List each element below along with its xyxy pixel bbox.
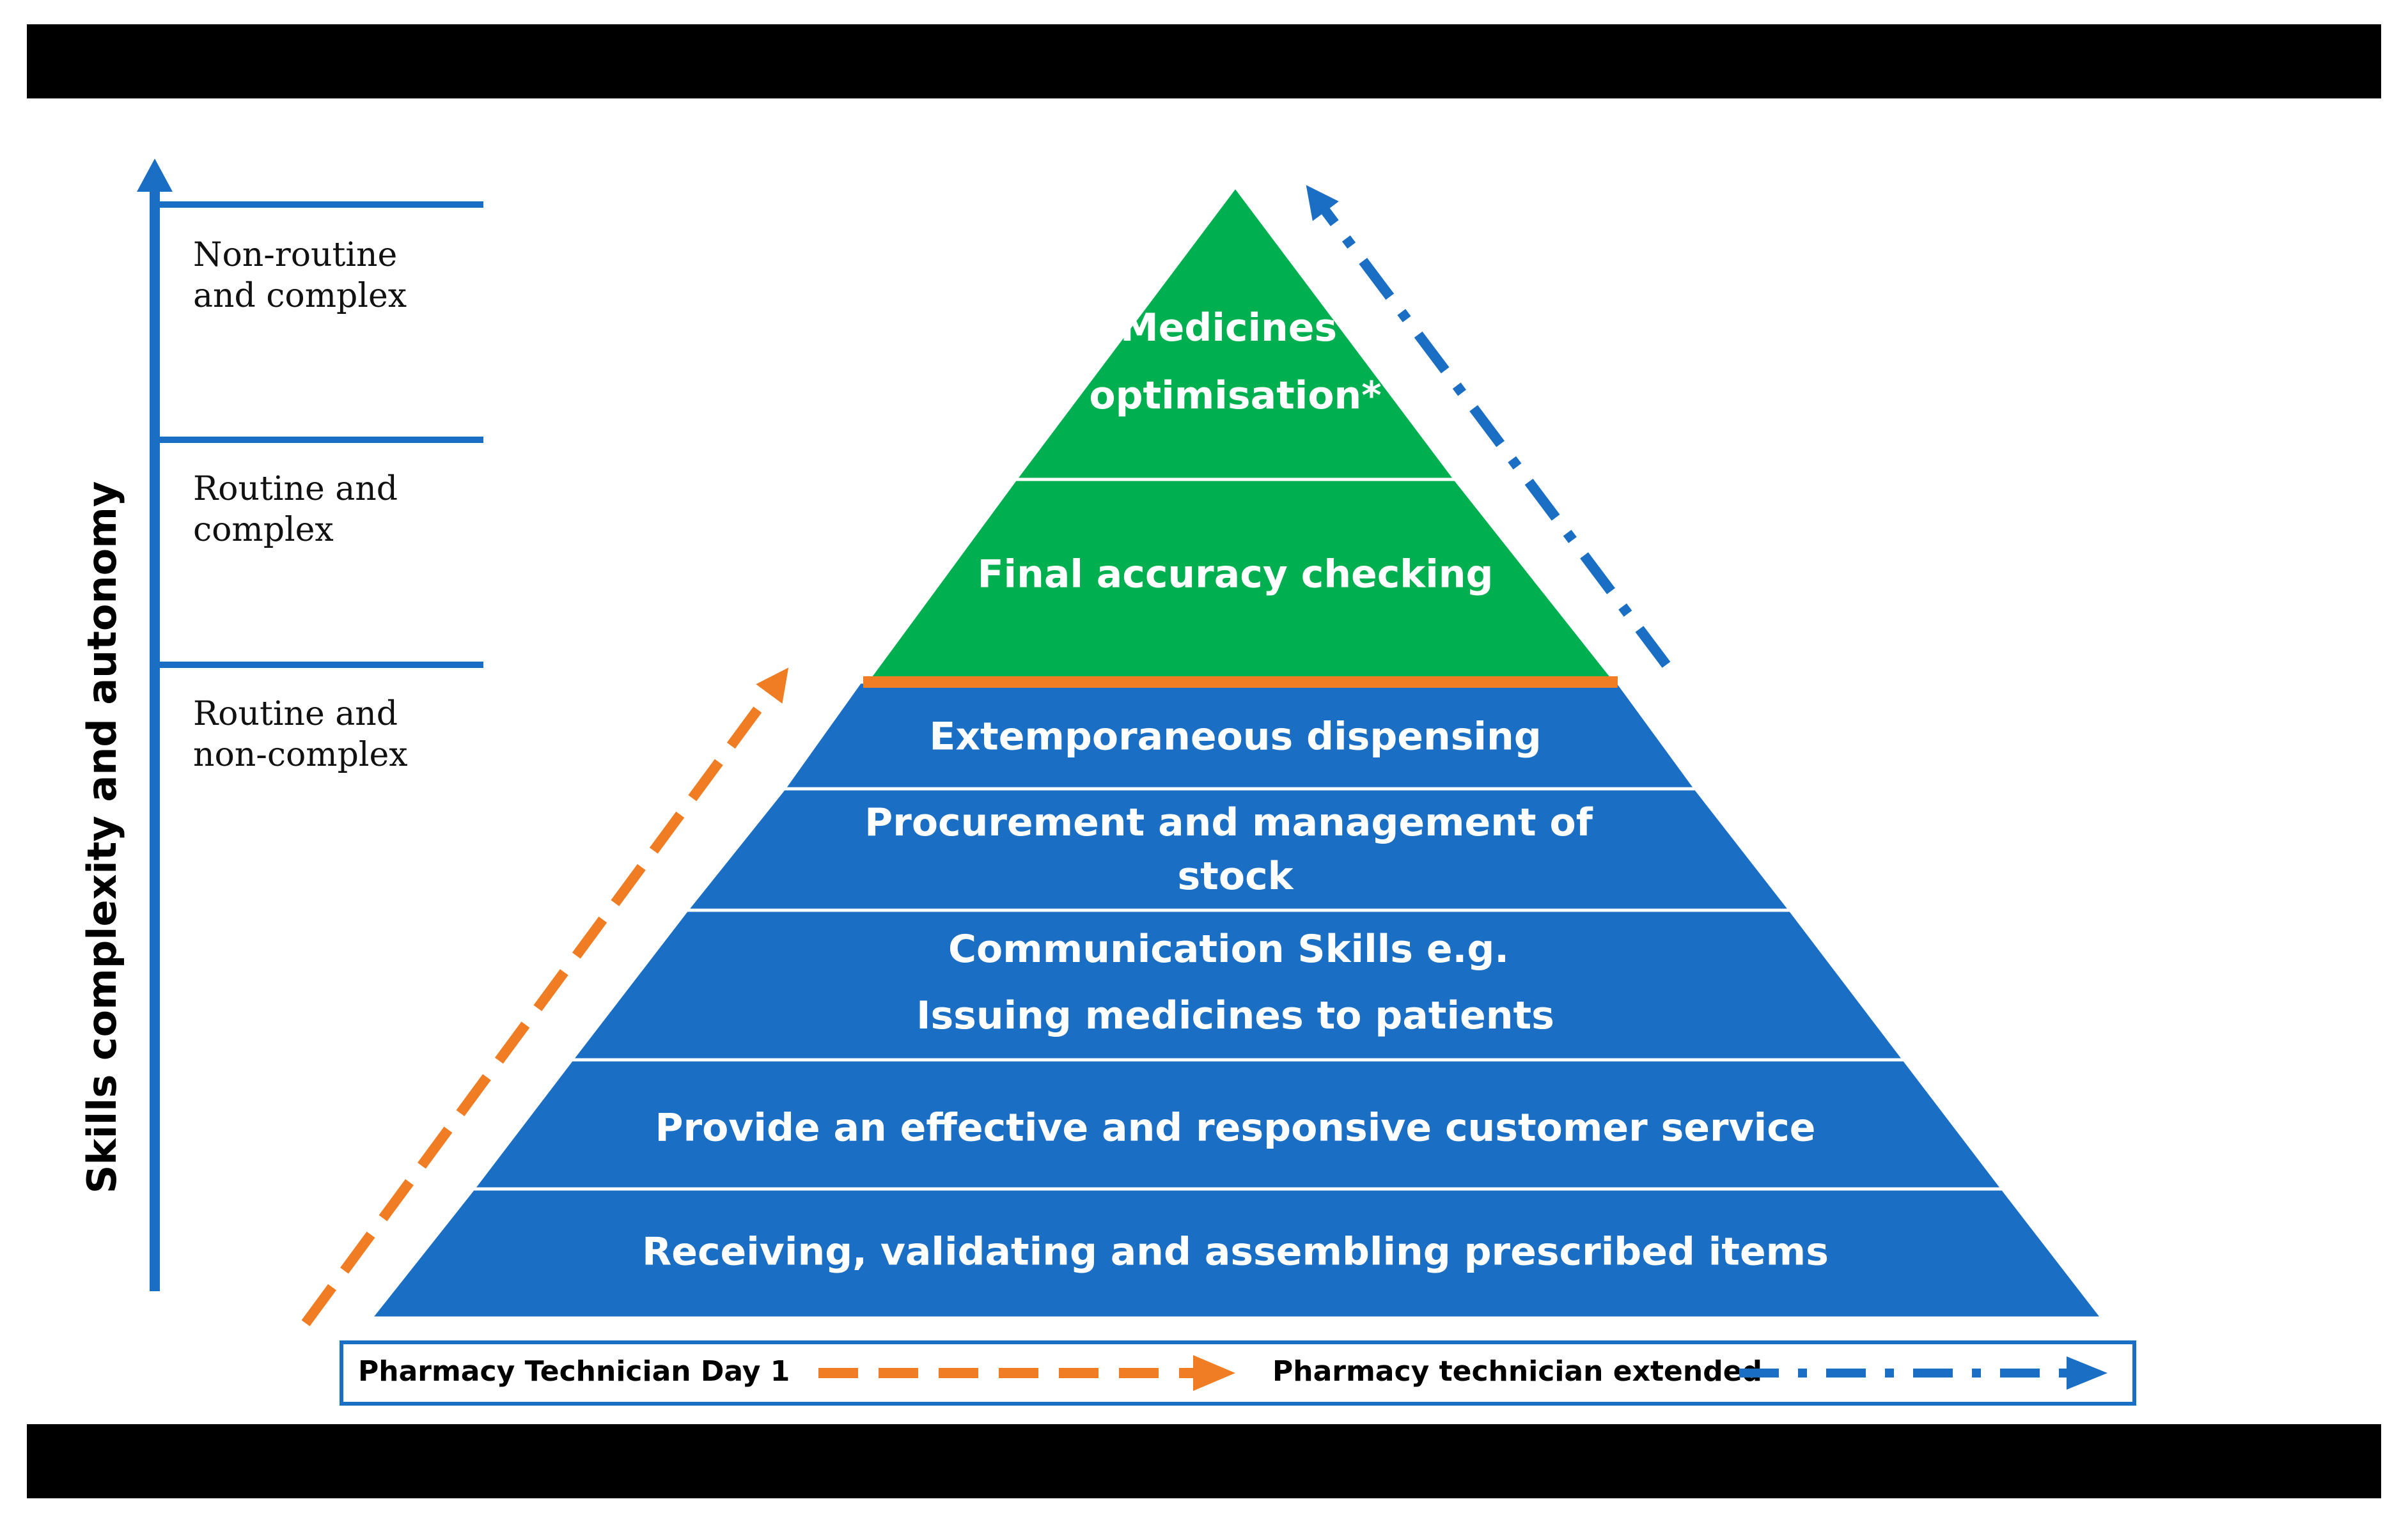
extended-progression-arrow <box>1306 185 1671 668</box>
level-label-non-routine-complex: Non-routine and complex <box>193 236 408 315</box>
tier-label-communication-skills: Communication Skills e.g. Issuing medici… <box>916 927 1554 1038</box>
axis-label: Skills complexity and autonomy <box>79 481 125 1194</box>
legend-label-day1: Pharmacy Technician Day 1 <box>358 1355 790 1388</box>
tier-label-receiving-validating: Receiving, validating and assembling pre… <box>642 1230 1829 1275</box>
tier-label-customer-service: Provide an effective and responsive cust… <box>655 1106 1816 1151</box>
legend-extended-arrowhead <box>2067 1356 2107 1390</box>
top-frame-bar <box>27 24 2381 98</box>
legend-day1-arrowhead <box>1193 1355 1235 1391</box>
tier-receiving-validating <box>367 1187 2106 1320</box>
bottom-frame-bar <box>27 1424 2381 1498</box>
tier-label-extemporaneous-dispensing: Extemporaneous dispensing <box>929 715 1541 759</box>
level-label-routine-non-complex: Routine and non-complex <box>193 695 409 774</box>
complexity-axis-arrowhead <box>137 159 173 192</box>
tier-label-procurement-stock: Procurement and management of stock <box>864 800 1606 899</box>
tier-label-final-accuracy-checking: Final accuracy checking <box>978 552 1494 597</box>
day1-progression-arrow <box>301 667 789 1326</box>
legend-label-extended: Pharmacy technician extended <box>1272 1355 1762 1388</box>
tier-label-medicines-optimisation: Medicines optimisation* <box>1089 306 1381 418</box>
level-label-routine-complex: Routine and complex <box>193 470 409 549</box>
